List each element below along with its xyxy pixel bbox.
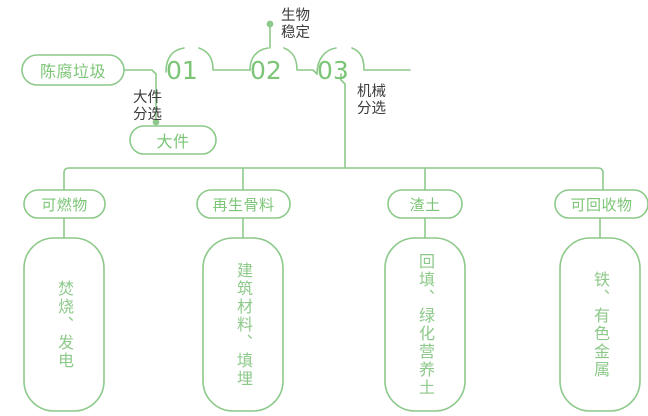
- stage-03-process-label: 机械 分选: [357, 84, 386, 117]
- stage-02-process-label: 生物 稳定: [281, 8, 310, 41]
- stage-number-03: 03: [317, 56, 349, 85]
- link-source-to-01: [123, 69, 157, 93]
- stage-01-output-label[interactable]: 大件: [156, 132, 190, 151]
- distribution-bus-bar: [63, 167, 604, 191]
- category-label-3[interactable]: 渣土: [409, 195, 441, 214]
- stage-number-02: 02: [250, 56, 282, 85]
- category-label-1[interactable]: 可燃物: [41, 195, 88, 214]
- source-node-label[interactable]: 陈腐垃圾: [39, 62, 106, 81]
- disposal-label-1: 焚烧、发电: [55, 279, 74, 370]
- link-02-to-03: [283, 47, 318, 75]
- link-03-to-bus: [340, 73, 346, 169]
- disposal-label-2: 建筑材料、填埋: [234, 261, 253, 388]
- category-label-4[interactable]: 可回收物: [570, 195, 633, 214]
- disposal-label-3: 回填、绿化营养土: [416, 252, 435, 397]
- stage-03-arc-right: [351, 47, 411, 71]
- disposal-label-4: 铁、有色金属: [591, 270, 610, 379]
- stage-01-process-label: 大件 分选: [133, 90, 162, 123]
- stage-number-01: 01: [166, 56, 198, 85]
- category-label-2[interactable]: 再生骨料: [212, 195, 275, 214]
- bio-endpoint-dot: [266, 20, 274, 28]
- link-01-to-02: [198, 47, 251, 71]
